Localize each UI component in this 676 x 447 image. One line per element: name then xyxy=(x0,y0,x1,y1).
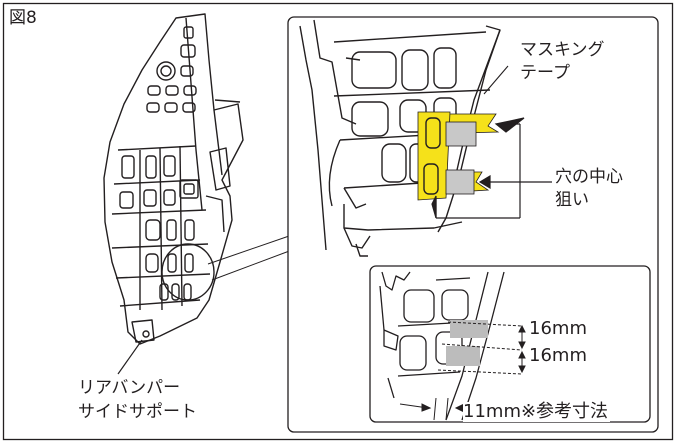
part-name-line2: サイドサポート xyxy=(78,402,197,422)
tape-gray-lower xyxy=(445,169,475,195)
tape-leader-line xyxy=(483,65,509,95)
zoom-leader-bottom xyxy=(211,249,293,281)
inset-detail-frame xyxy=(369,265,651,423)
outer-frame xyxy=(2,2,674,441)
hole-center-label-line1: 穴の中心 xyxy=(555,167,623,187)
hole-center-label-line2: 狙い xyxy=(555,190,589,210)
bumper-side-support-drawing xyxy=(103,13,244,345)
inset-gray-upper xyxy=(450,320,488,338)
tape-label-line2: テープ xyxy=(520,63,570,83)
zoom-leader-top xyxy=(207,234,293,265)
dimension-offset-label: 11mm※参考寸法 xyxy=(463,401,611,422)
dimension-lines xyxy=(399,321,526,421)
inset-gray-lower xyxy=(446,346,480,366)
part-leader-line xyxy=(117,339,143,375)
dimension-upper-label: 16mm xyxy=(529,318,587,339)
part-name-line1: リアバンパー xyxy=(78,378,181,398)
tape-label-line1: マスキング xyxy=(520,40,605,60)
figure-number-label: 図8 xyxy=(9,8,37,28)
dimension-lower-label: 16mm xyxy=(529,345,587,366)
masking-tape xyxy=(417,111,500,201)
tape-vertical xyxy=(417,111,451,201)
tape-gray-upper xyxy=(445,121,477,147)
hole-center-arrows xyxy=(431,117,552,219)
zoomed-part-drawing xyxy=(299,19,501,257)
